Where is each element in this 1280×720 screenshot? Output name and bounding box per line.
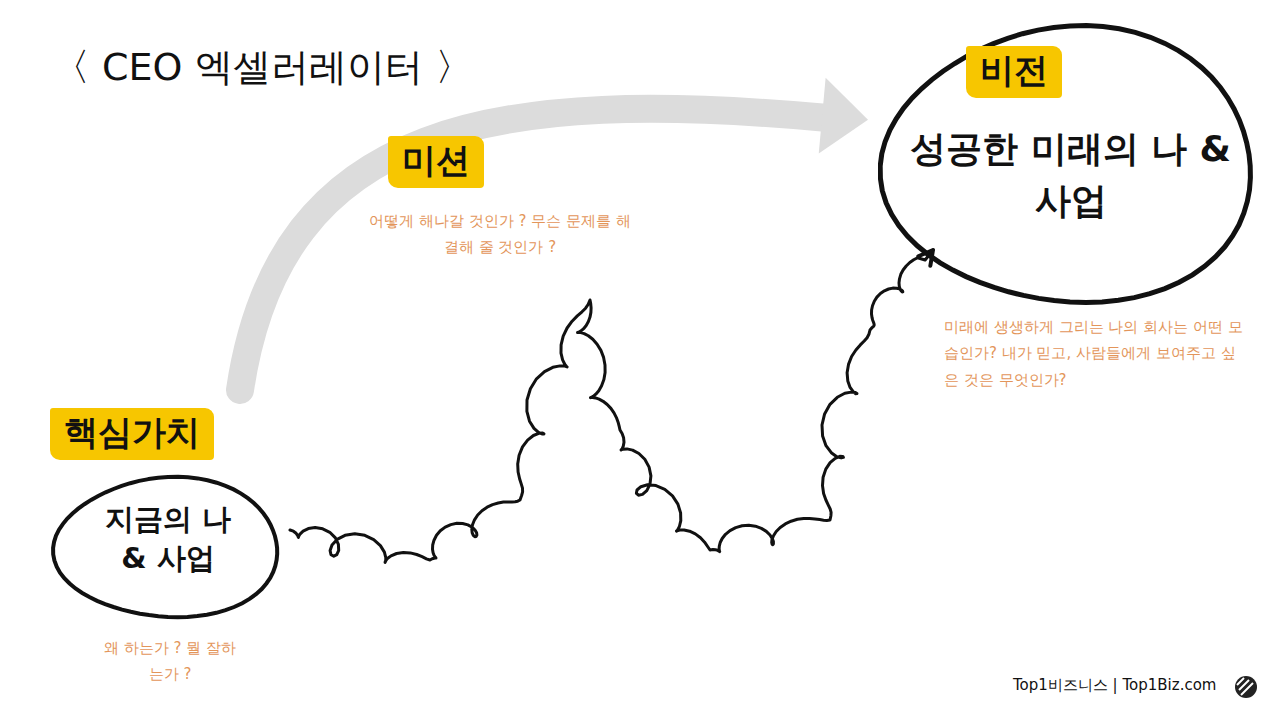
- text: 왜 하는가 ? 뭘 잘하는가 ?: [104, 639, 236, 683]
- text: 비전: [966, 46, 1062, 98]
- text: Top1비즈니스 | Top1Biz.com: [1013, 676, 1216, 694]
- text: 지금의 나 & 사업: [105, 502, 231, 575]
- question-text: 왜 하는가 ? 뭘 잘하는가 ?: [100, 635, 240, 688]
- mission-band: 미션: [388, 136, 484, 188]
- circle-outline: [878, 18, 1263, 448]
- text: 미션: [388, 136, 484, 188]
- text: 어떻게 해나갈 것인가 ? 무슨 문제를 해결해 줄 것인가 ?: [369, 212, 631, 256]
- text: 핵심가치: [50, 408, 214, 460]
- current-self-node: 핵심가치지금의 나 & 사업왜 하는가 ? 뭘 잘하는가 ?: [50, 400, 295, 705]
- circle-text: 성공한 미래의 나 & 사업: [898, 123, 1243, 227]
- heading-band: 비전: [966, 46, 1062, 98]
- journey-squiggle: [290, 250, 933, 562]
- diagram-title: 〈 CEO 엑셀러레이터 〉: [52, 42, 473, 93]
- footer-credit: Top1비즈니스 | Top1Biz.com: [1013, 676, 1216, 695]
- question-text: 미래에 생생하게 그리는 나의 회사는 어떤 모습인가? 내가 믿고, 사람들에…: [944, 314, 1244, 393]
- vision-node: 비전성공한 미래의 나 & 사업미래에 생생하게 그리는 나의 회사는 어떤 모…: [878, 18, 1263, 448]
- logo-mark: [1235, 676, 1257, 698]
- mission-arrow: [240, 78, 868, 390]
- text: 성공한 미래의 나 & 사업: [910, 128, 1231, 221]
- mission-question: 어떻게 해나갈 것인가 ? 무슨 문제를 해결해 줄 것인가 ?: [365, 208, 635, 261]
- circle-text: 지금의 나 & 사업: [88, 500, 248, 578]
- text: 미래에 생생하게 그리는 나의 회사는 어떤 모습인가? 내가 믿고, 사람들에…: [944, 318, 1243, 389]
- heading-band: 핵심가치: [50, 408, 214, 460]
